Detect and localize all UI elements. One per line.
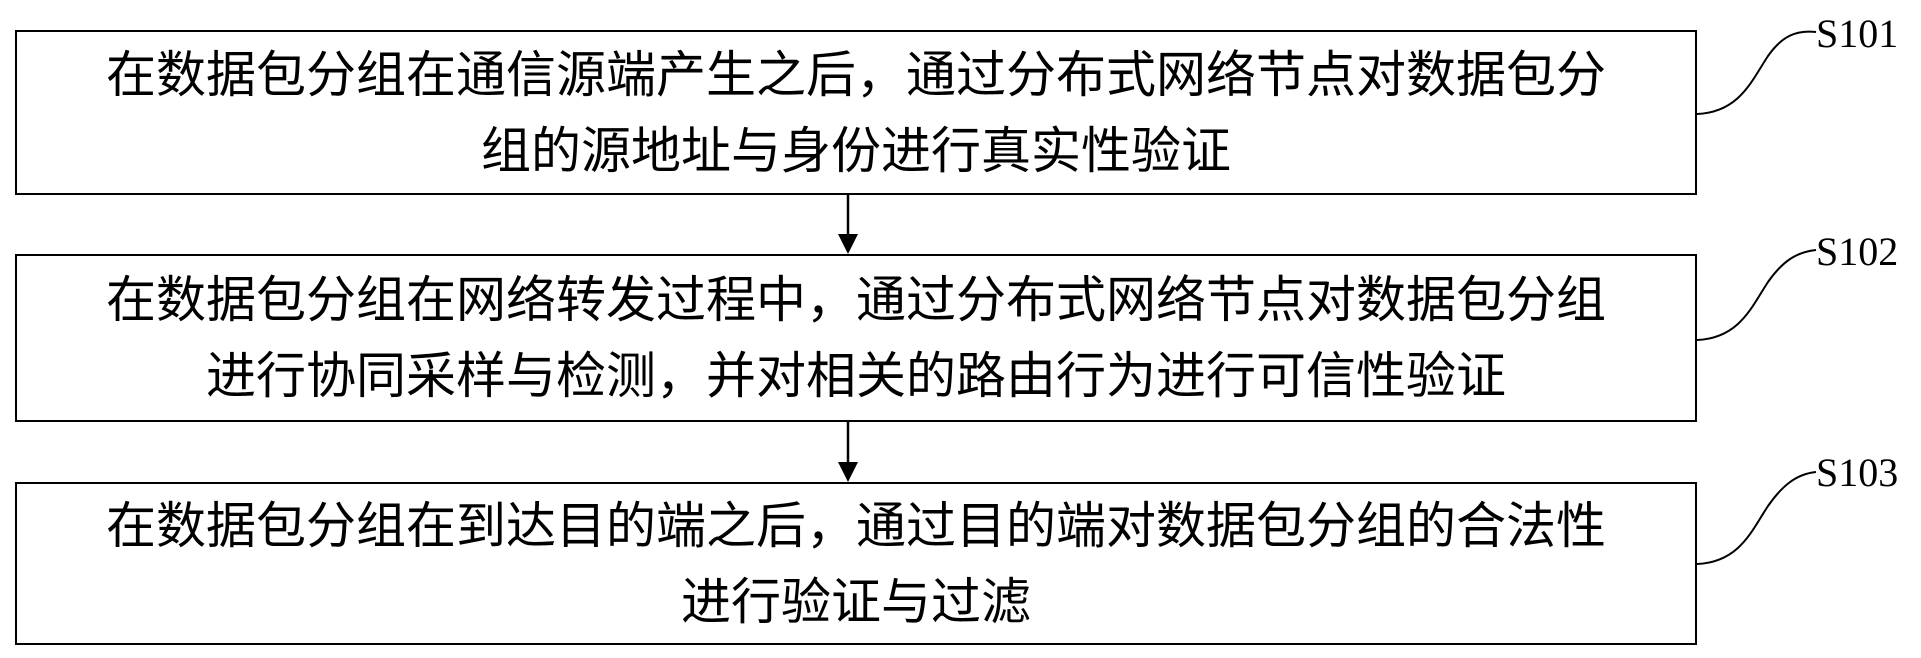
step-text-line: 组的源地址与身份进行真实性验证 [481, 121, 1231, 180]
step-label-s103: S103 [1816, 450, 1899, 495]
step-text-s102: 在数据包分组在网络转发过程中，通过分布式网络节点对数据包分组 进行协同采样与检测… [106, 262, 1606, 414]
step-text-s103: 在数据包分组在到达目的端之后，通过目的端对数据包分组的合法性 进行验证与过滤 [106, 488, 1606, 640]
step-text-s101: 在数据包分组在通信源端产生之后，通过分布式网络节点对数据包分 组的源地址与身份进… [106, 37, 1606, 189]
step-box-s101: 在数据包分组在通信源端产生之后，通过分布式网络节点对数据包分 组的源地址与身份进… [15, 30, 1697, 195]
step-text-line: 在数据包分组在通信源端产生之后，通过分布式网络节点对数据包分 [106, 45, 1606, 104]
step-label-s102: S102 [1816, 229, 1899, 274]
step-text-line: 在数据包分组在网络转发过程中，通过分布式网络节点对数据包分组 [106, 271, 1606, 329]
step-text-line: 进行协同采样与检测，并对相关的路由行为进行可信性验证 [206, 347, 1506, 405]
step-text-line: 进行验证与过滤 [681, 572, 1031, 631]
flow-arrowhead-1-2 [838, 234, 858, 254]
flow-arrowhead-2-3 [838, 462, 858, 482]
step-box-s103: 在数据包分组在到达目的端之后，通过目的端对数据包分组的合法性 进行验证与过滤 [15, 482, 1697, 645]
step-box-s102: 在数据包分组在网络转发过程中，通过分布式网络节点对数据包分组 进行协同采样与检测… [15, 254, 1697, 422]
step-label-s101: S101 [1816, 11, 1899, 56]
leader-line-s102 [1696, 249, 1817, 341]
step-text-line: 在数据包分组在到达目的端之后，通过目的端对数据包分组的合法性 [106, 496, 1606, 555]
leader-line-s103 [1696, 471, 1817, 565]
leader-line-s101 [1696, 30, 1817, 115]
